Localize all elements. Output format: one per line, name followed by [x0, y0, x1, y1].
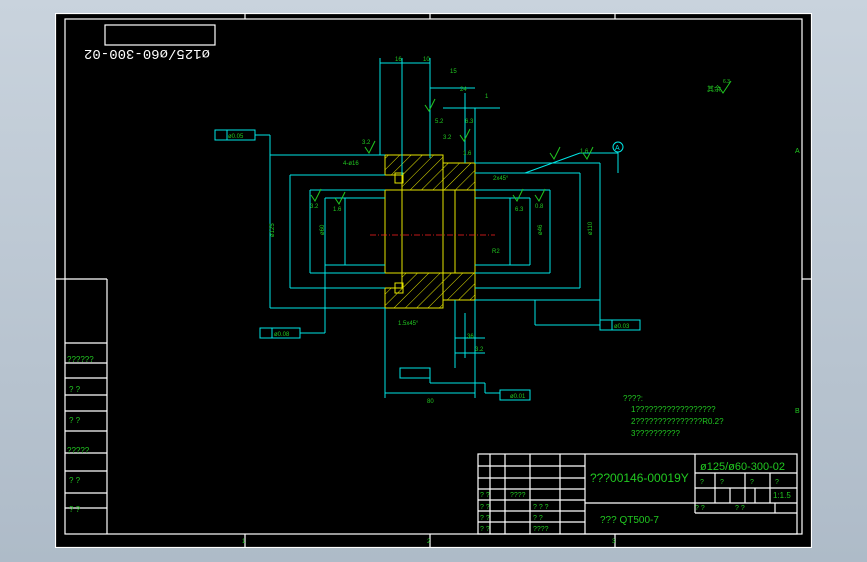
scale-value: 1:1.5 — [773, 491, 791, 500]
dim-16: 3.2 — [310, 204, 319, 210]
mirrored-code-text: ø125/ø60-300-02 — [84, 45, 210, 61]
dim-18: 6.3 — [515, 207, 524, 213]
tb-cell-5: ? ? — [480, 526, 490, 533]
tb-cell-1: ? ? — [480, 492, 490, 499]
dim-21: 3.2 — [475, 347, 484, 353]
zone-letter-b: B — [795, 408, 800, 415]
note-1: 1?????????????????? — [631, 405, 716, 414]
dim-30: 1.6 — [580, 149, 589, 155]
technical-notes: ????: 1?????????????????? 2?????????????… — [623, 394, 724, 438]
tb-cell-2: ???? — [510, 492, 526, 499]
dim-15: ø46 — [538, 224, 544, 235]
zone-number-2: 2 — [427, 539, 431, 545]
inner-border — [64, 18, 803, 535]
zone-letter-a: A — [795, 148, 800, 155]
datum-label: A — [615, 145, 620, 152]
dim-10: 1.6 — [463, 151, 472, 157]
tb-cell-13: ? ? ? — [533, 504, 549, 511]
tb-cell-8: ? — [720, 479, 724, 486]
roughness-other-value: 6.3 — [723, 79, 730, 85]
drawing-sheet: 1 2 3 A B ø125/ø60-300-02 ?????? ? ? ? ? — [55, 13, 812, 548]
tb-cell-12: ? ? — [735, 505, 745, 512]
drawing-code: ø125/ø60-300-02 — [700, 461, 785, 473]
dim-7: 5.2 — [435, 119, 444, 125]
mirrored-code-box: ø125/ø60-300-02 — [84, 24, 216, 61]
dim-27: ø0.08 — [274, 332, 290, 338]
left-strip-6: ? ? — [69, 505, 81, 514]
tb-cell-14: ? ? — [533, 515, 543, 522]
tb-cell-9: ? — [750, 479, 754, 486]
part-section — [370, 154, 495, 309]
dim-23: 2x45° — [493, 176, 509, 182]
roughness-note: 其余 6.3 — [707, 79, 732, 94]
tb-cell-11: ? ? — [695, 505, 705, 512]
dim-29: ø0.01 — [510, 394, 526, 400]
notes-title: ????: — [623, 394, 643, 403]
dimension-labels: 16 10 15 24 1 3.2 5.2 6.3 3.2 1.6 4-ø16 … — [228, 57, 630, 405]
tb-cell-10: ? — [775, 479, 779, 486]
dim-4: 24 — [460, 87, 467, 93]
dim-2: 10 — [423, 57, 430, 63]
note-2: 2???????????????R0.2? — [631, 417, 724, 426]
dimension-lines — [214, 58, 641, 401]
roughness-other-label: 其余 — [707, 84, 721, 93]
cad-drawing: 1 2 3 A B ø125/ø60-300-02 ?????? ? ? ? ? — [55, 13, 812, 548]
tb-cell-4: ? ? — [480, 515, 490, 522]
dim-13: ø110 — [588, 221, 594, 235]
left-strip-2: ? ? — [69, 385, 81, 394]
tb-cell-3: ? ? — [480, 504, 490, 511]
datum-a-symbol: A — [612, 141, 624, 173]
tb-cell-6: ???? — [533, 526, 549, 533]
dim-19: 0.8 — [535, 204, 544, 210]
dim-11: 4-ø16 — [343, 161, 359, 167]
roughness-symbols — [310, 98, 594, 205]
dim-26: ø0.05 — [228, 134, 244, 140]
dim-6: 3.2 — [362, 140, 371, 146]
dim-3: 15 — [450, 69, 457, 75]
left-title-strip: ?????? ? ? ? ? ????? ? ? ? ? — [65, 278, 108, 534]
dim-8: 6.3 — [465, 119, 474, 125]
dim-9: 3.2 — [443, 135, 452, 141]
tb-cell-7: ? — [700, 479, 704, 486]
dim-24: 1.5x45° — [398, 321, 419, 327]
dim-5: 1 — [485, 94, 489, 100]
dim-14: ø60 — [320, 224, 326, 235]
dim-22: 80 — [427, 399, 434, 405]
note-3: 3?????????? — [631, 429, 680, 438]
left-strip-3: ? ? — [69, 416, 81, 425]
dim-25: R2 — [492, 249, 500, 255]
drawing-number: ???00146-00019Y — [590, 471, 689, 485]
dim-28: ø0.03 — [614, 324, 630, 330]
left-strip-1: ?????? — [67, 355, 94, 364]
zone-number-1: 1 — [242, 539, 246, 545]
title-block: ???00146-00019Y ø125/ø60-300-02 ??? QT50… — [477, 453, 798, 535]
zone-number-3: 3 — [612, 539, 616, 545]
outer-border — [55, 13, 812, 548]
dim-17: 1.6 — [333, 207, 342, 213]
dim-20: 36 — [467, 334, 474, 340]
dim-12: ø125 — [270, 223, 276, 237]
dim-1: 16 — [395, 57, 402, 63]
left-strip-5: ? ? — [69, 476, 81, 485]
left-strip-4: ????? — [67, 446, 90, 455]
material-label: ??? QT500-7 — [600, 515, 659, 526]
